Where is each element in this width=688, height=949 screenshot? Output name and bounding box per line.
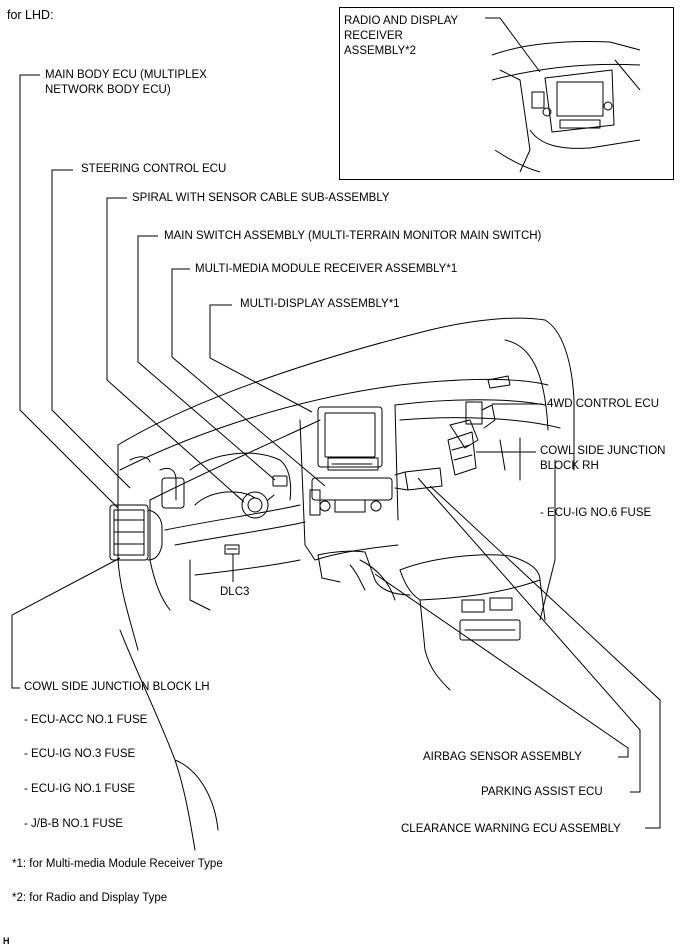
label-ecu-ig-no3-fuse: - ECU-IG NO.3 FUSE	[24, 748, 136, 760]
inset-label-line1: RADIO AND DISPLAY	[344, 15, 459, 27]
label-ecu-ig-no1-fuse: - ECU-IG NO.1 FUSE	[24, 783, 136, 795]
label-parking-assist-ecu: PARKING ASSIST ECU	[481, 786, 603, 798]
label-airbag-sensor: AIRBAG SENSOR ASSEMBLY	[423, 751, 582, 763]
label-main-switch: MAIN SWITCH ASSEMBLY (MULTI-TERRAIN MONI…	[164, 230, 542, 242]
label-main-body-ecu-line2: NETWORK BODY ECU)	[45, 84, 171, 96]
label-ecu-ig-no6-fuse: - ECU-IG NO.6 FUSE	[540, 507, 652, 519]
label-jb-b-no1-fuse: - J/B-B NO.1 FUSE	[24, 818, 124, 830]
label-clearance-warning-ecu: CLEARANCE WARNING ECU ASSEMBLY	[401, 823, 621, 835]
label-dlc3: DLC3	[220, 586, 250, 598]
label-steering-control-ecu: STEERING CONTROL ECU	[81, 163, 227, 175]
footnote-1: *1: for Multi-media Module Receiver Type	[12, 858, 223, 870]
label-multimedia-module: MULTI-MEDIA MODULE RECEIVER ASSEMBLY*1	[195, 263, 458, 275]
label-main-body-ecu-line1: MAIN BODY ECU (MULTIPLEX	[45, 69, 207, 81]
label-spiral-cable: SPIRAL WITH SENSOR CABLE SUB-ASSEMBLY	[132, 192, 390, 204]
footnote-2: *2: for Radio and Display Type	[12, 892, 168, 904]
label-cowl-lh: COWL SIDE JUNCTION BLOCK LH	[24, 681, 210, 693]
inset-frame	[339, 7, 674, 180]
label-ecu-acc-no1-fuse: - ECU-ACC NO.1 FUSE	[24, 714, 148, 726]
inset-label-line2: RECEIVER	[344, 30, 403, 42]
page-title: for LHD:	[7, 8, 54, 22]
label-cowl-rh-line1: COWL SIDE JUNCTION	[540, 445, 666, 457]
inset-label-line3: ASSEMBLY*2	[344, 45, 417, 57]
label-4wd-control-ecu: 4WD CONTROL ECU	[547, 398, 660, 410]
corner-mark: H	[3, 936, 10, 946]
label-cowl-rh-line2: BLOCK RH	[540, 460, 599, 472]
label-multi-display: MULTI-DISPLAY ASSEMBLY*1	[240, 298, 400, 310]
